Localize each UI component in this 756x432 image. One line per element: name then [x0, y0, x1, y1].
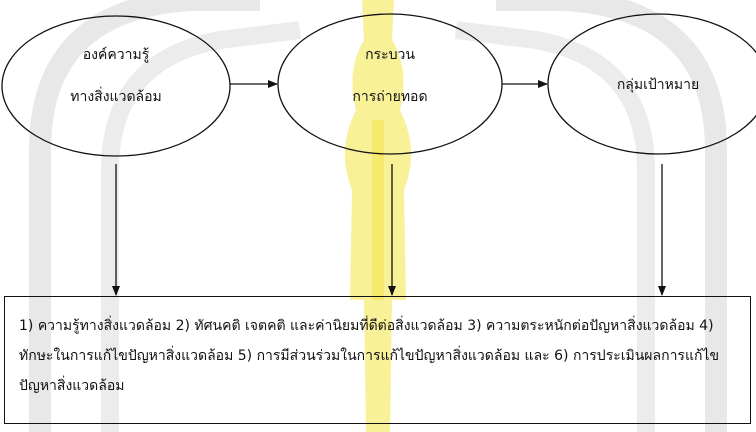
node-label-target-line1: กลุ่มเป้าหมาย	[616, 77, 700, 93]
node-ellipse-target	[547, 13, 756, 155]
node-label-target: กลุ่มเป้าหมาย	[568, 76, 748, 94]
node-label-process-line2: การถ่ายทอด	[352, 89, 428, 105]
node-ellipse-knowledge	[1, 15, 231, 157]
outcome-text: 1) ความรู้ทางสิ่งแวดล้อม 2) ทัศนคติ เจตค…	[19, 318, 720, 394]
outcome-box: 1) ความรู้ทางสิ่งแวดล้อม 2) ทัศนคติ เจตค…	[4, 296, 751, 424]
node-label-knowledge: องค์ความรู้ ทางสิ่งแวดล้อม	[26, 46, 206, 106]
node-label-process-line1: กระบวน	[365, 47, 415, 63]
node-label-knowledge-line2: ทางสิ่งแวดล้อม	[70, 89, 162, 105]
node-label-process: กระบวน การถ่ายทอด	[300, 46, 480, 106]
node-label-knowledge-line1: องค์ความรู้	[82, 47, 150, 63]
